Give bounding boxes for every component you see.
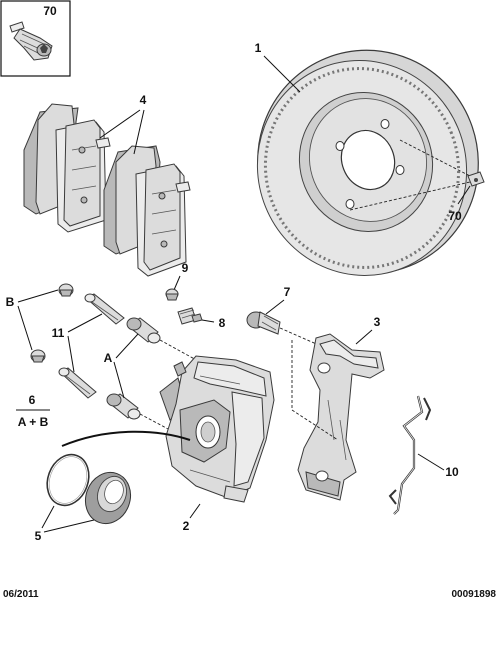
- diagram-reference: 00091898: [452, 589, 497, 600]
- bracket-label: 3: [374, 315, 381, 329]
- caliper-bracket: [291, 333, 385, 501]
- kit-formula-label: A + B: [18, 415, 49, 429]
- guide-pin-upper: [84, 293, 125, 325]
- brake-caliper: [61, 355, 275, 503]
- kit-number-label: 6: [29, 393, 36, 407]
- disc-screw-label: 70: [448, 209, 462, 223]
- spring-label: 10: [445, 465, 459, 479]
- diagram-date: 06/2011: [3, 589, 39, 600]
- kit-callout: 6 A + B: [16, 393, 50, 429]
- disc-screw: 70: [349, 139, 485, 223]
- bleed-cap: 9: [165, 261, 189, 301]
- inset-reference-label: 70: [43, 4, 57, 18]
- anti-rattle-spring: [388, 395, 432, 515]
- brake-pads: [23, 103, 191, 277]
- brake-disc: [256, 49, 479, 276]
- pins-callout: 11: [52, 313, 103, 373]
- pin-cap-lower: [30, 349, 46, 363]
- inset-screw-icon: [9, 21, 53, 61]
- bracket-callout: 3: [355, 315, 381, 345]
- dust-boot: [84, 471, 132, 525]
- bleed-screw-label: 8: [219, 316, 226, 330]
- caliper-label: 2: [183, 519, 190, 533]
- group-a-label: A: [104, 351, 113, 365]
- caliper-callout: 2: [183, 503, 201, 533]
- spring-callout: 10: [417, 453, 459, 479]
- pads-callout: 4: [99, 93, 147, 155]
- cap-label: 9: [182, 261, 189, 275]
- pins-label: 11: [52, 326, 65, 340]
- group-b-callout: B: [6, 289, 59, 351]
- screw-inset: 70: [0, 0, 71, 77]
- bleed-screw: 8: [177, 307, 226, 330]
- guide-pin-lower: [58, 367, 97, 399]
- group-b-label: B: [6, 295, 15, 309]
- bushing-upper: [126, 317, 161, 344]
- pin-cap-upper: [58, 283, 74, 297]
- pads-label: 4: [140, 93, 147, 107]
- seals-label: 5: [35, 529, 42, 543]
- group-a-callout: A: [104, 333, 139, 399]
- guide-pin-set: [30, 283, 201, 431]
- disc-callout: 1: [255, 41, 301, 93]
- disc-label: 1: [255, 41, 262, 55]
- bushing-lower: [106, 393, 141, 420]
- caliper-seals: [46, 453, 132, 525]
- bolt-label: 7: [284, 285, 291, 299]
- seals-callout: 5: [35, 505, 95, 543]
